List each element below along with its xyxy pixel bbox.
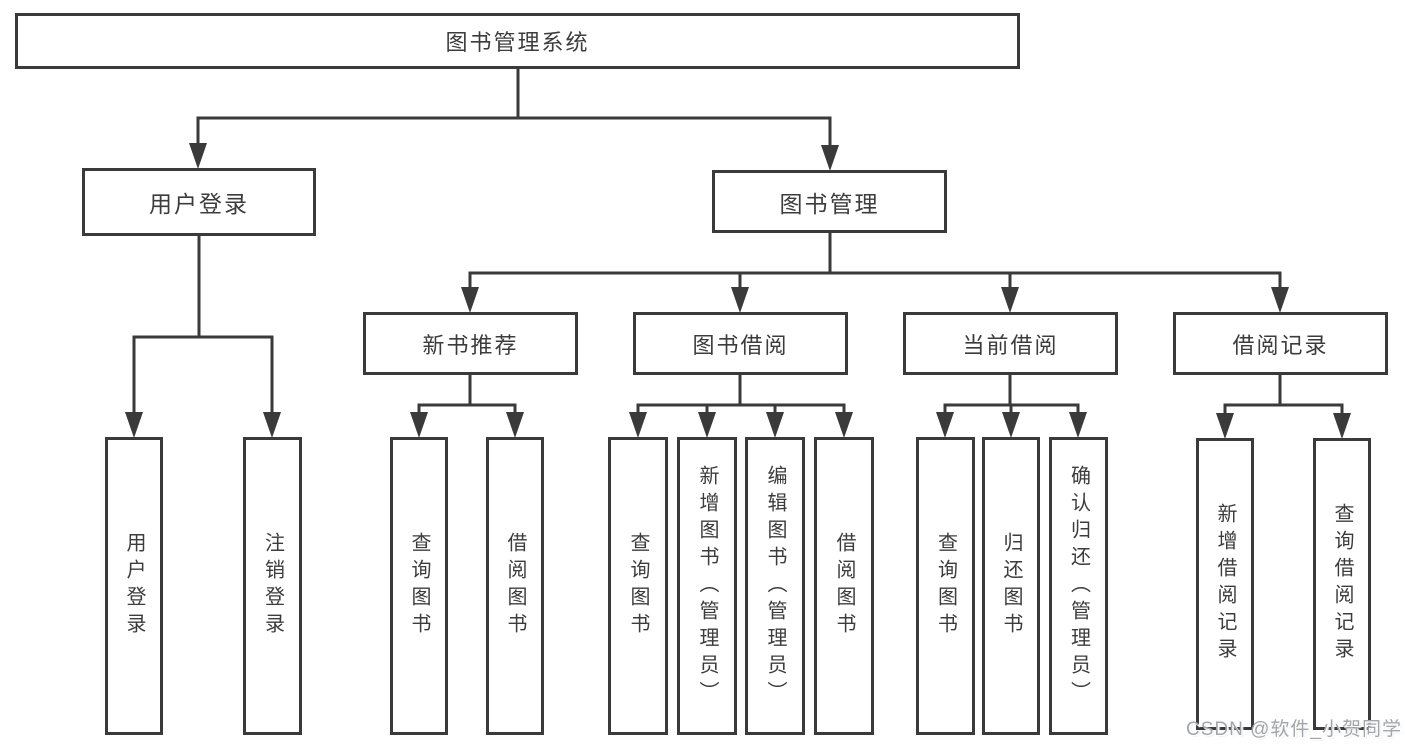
leaf-return-books: 归还图书 bbox=[982, 437, 1040, 735]
leaf-label: 查询图书 bbox=[934, 532, 957, 640]
node-borrowing-records: 借阅记录 bbox=[1173, 312, 1388, 375]
leaf-add-books-admin: 新增图书（管理员） bbox=[677, 437, 737, 735]
leaf-query-books: 查询图书 bbox=[916, 437, 975, 735]
leaf-label: 确认归还（管理员） bbox=[1067, 464, 1090, 708]
node-book-management: 图书管理 bbox=[712, 170, 947, 233]
leaf-label: 借阅图书 bbox=[833, 532, 855, 640]
node-label: 图书管理系统 bbox=[445, 30, 590, 55]
node-label: 借阅记录 bbox=[1232, 332, 1329, 358]
node-label: 图书管理 bbox=[779, 190, 880, 217]
csdn-watermark: CSDN @软件_小贺同学 bbox=[1186, 719, 1402, 740]
leaf-label: 查询图书 bbox=[408, 532, 430, 640]
node-book-borrowing: 图书借阅 bbox=[633, 312, 848, 375]
leaf-label: 注销登录 bbox=[261, 532, 284, 640]
leaf-label: 查询借阅记录 bbox=[1331, 503, 1353, 665]
leaf-add-borrow-record: 新增借阅记录 bbox=[1196, 438, 1254, 730]
leaf-label: 查询图书 bbox=[627, 532, 649, 640]
leaf-label: 归还图书 bbox=[1000, 532, 1022, 640]
leaf-label: 新增图书（管理员） bbox=[696, 464, 718, 708]
leaf-label: 新增借阅记录 bbox=[1214, 503, 1236, 665]
leaf-query-borrow-record: 查询借阅记录 bbox=[1313, 438, 1371, 730]
leaf-confirm-return-admin: 确认归还（管理员） bbox=[1049, 437, 1108, 735]
leaf-query-books: 查询图书 bbox=[608, 437, 668, 735]
leaf-logout: 注销登录 bbox=[243, 437, 302, 735]
leaf-borrow-books: 借阅图书 bbox=[486, 437, 544, 735]
node-label: 当前借阅 bbox=[962, 332, 1059, 358]
node-current-borrowing: 当前借阅 bbox=[903, 312, 1118, 375]
leaf-label: 编辑图书（管理员） bbox=[764, 464, 786, 708]
leaf-label: 借阅图书 bbox=[504, 532, 526, 640]
leaf-query-books: 查询图书 bbox=[390, 437, 448, 735]
leaf-label: 用户登录 bbox=[123, 532, 145, 640]
node-label: 图书借阅 bbox=[692, 332, 789, 358]
leaf-borrow-books: 借阅图书 bbox=[814, 437, 874, 735]
node-library-management-system: 图书管理系统 bbox=[15, 13, 1020, 69]
node-new-book-recommendation: 新书推荐 bbox=[363, 312, 578, 375]
node-label: 用户登录 bbox=[149, 191, 249, 217]
leaf-edit-books-admin: 编辑图书（管理员） bbox=[745, 437, 805, 735]
node-user-login: 用户登录 bbox=[82, 168, 316, 236]
leaf-user-login: 用户登录 bbox=[105, 437, 163, 735]
node-label: 新书推荐 bbox=[422, 332, 519, 358]
